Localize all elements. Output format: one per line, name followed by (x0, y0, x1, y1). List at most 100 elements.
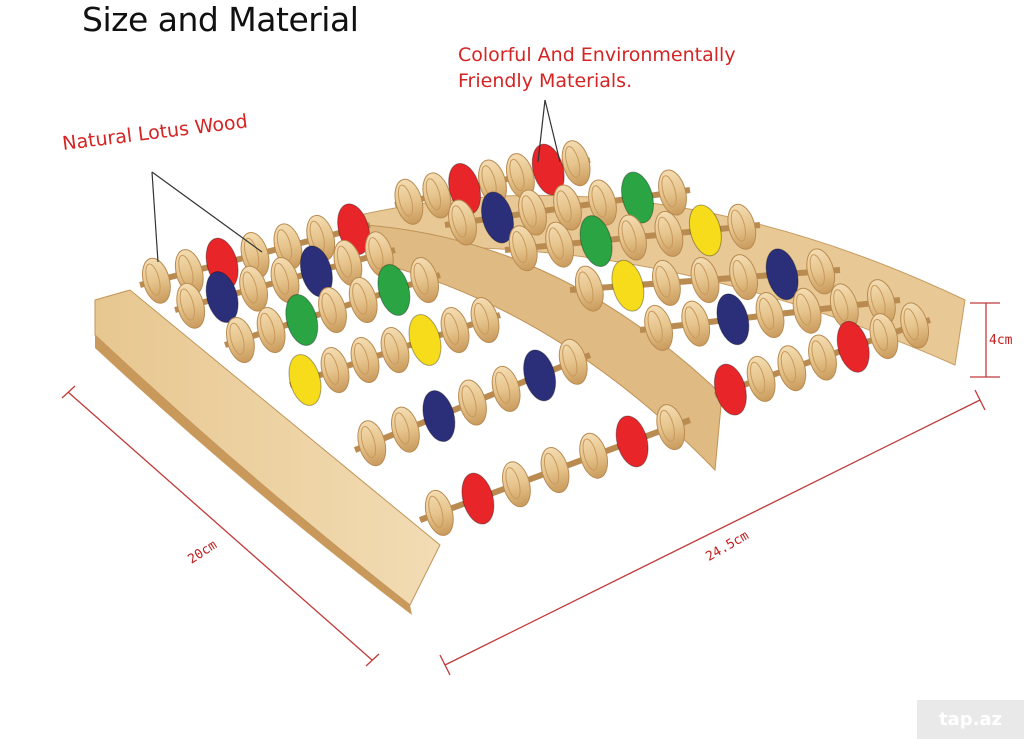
roller-groove (505, 467, 521, 500)
roller-groove (352, 282, 368, 315)
roller-groove (512, 231, 528, 264)
wooden-roller-segment (654, 210, 684, 257)
roller-groove (323, 352, 340, 385)
roller-groove (661, 175, 677, 208)
spiked-bead (377, 264, 411, 316)
width-dimension-line (67, 391, 373, 661)
roller-groove (621, 220, 637, 253)
left-side-rail-face (95, 335, 412, 615)
wooden-roller-segment (681, 300, 711, 347)
wooden-roller-segment (357, 420, 387, 467)
wooden-roller-segment (792, 287, 822, 334)
wooden-roller-segment (458, 379, 487, 426)
page-title: Size and Material (82, 0, 359, 39)
wooden-roller-segment (176, 282, 206, 329)
wooden-roller-segment (470, 297, 500, 343)
roller-groove (693, 262, 710, 295)
roller-groove (811, 340, 827, 373)
roller-groove (796, 293, 812, 326)
wooden-roller-segment (579, 432, 608, 479)
wooden-roller-segment (508, 225, 538, 272)
wooden-roller-segment (727, 203, 757, 250)
roller-groove (730, 209, 747, 242)
spiked-bead (422, 390, 456, 443)
roller-groove (758, 297, 775, 330)
wooden-roller-segment (348, 277, 378, 323)
roller-groove (562, 344, 578, 377)
roller-groove (461, 385, 477, 418)
spiked-bead (615, 415, 649, 468)
wooden-roller-segment (658, 169, 687, 216)
wooden-roller-segment (410, 257, 439, 303)
wooden-roller-segment (808, 334, 837, 381)
roller-groove (809, 254, 825, 287)
wooden-roller-segment (320, 347, 350, 393)
spiked-bead (765, 248, 799, 301)
wooden-roller-segment (422, 172, 452, 219)
roller-groove (647, 310, 663, 343)
roller-groove (397, 184, 414, 217)
spiked-bead (716, 293, 750, 346)
wooden-roller-segment (806, 248, 836, 295)
materials-callout-line-1: Colorful And Environmentally (458, 44, 736, 66)
spiked-bead (579, 215, 613, 268)
watermark-logo: tap.az (917, 700, 1024, 739)
length-dimension-line (444, 399, 981, 666)
roller-groove (428, 495, 444, 528)
spiked-bead (523, 349, 557, 402)
wooden-roller-segment (239, 265, 268, 312)
wooden-roller-segment (690, 257, 720, 303)
roller-groove (903, 308, 919, 341)
roller-groove (273, 262, 290, 295)
roller-groove (872, 318, 889, 351)
roller-groove (582, 438, 598, 471)
materials-callout: Colorful And Environmentally Friendly Ma… (458, 42, 736, 94)
roller-groove (655, 265, 671, 298)
roller-groove (368, 237, 384, 270)
roller-groove (321, 292, 337, 325)
wooden-roller-segment (900, 302, 929, 349)
wooden-roller-segment (777, 345, 807, 392)
roller-groove (383, 332, 400, 365)
wooden-roller-segment (644, 304, 673, 351)
spiked-bead (688, 204, 722, 257)
roller-groove (451, 205, 467, 238)
roller-groove (548, 227, 564, 260)
roller-groove (521, 195, 537, 228)
roller-groove (179, 288, 195, 321)
roller-groove (360, 426, 377, 459)
roller-groove (543, 452, 560, 485)
roller-groove (443, 312, 460, 345)
roller-groove (578, 271, 594, 304)
spiked-bead (621, 171, 654, 224)
spiked-bead (408, 314, 442, 366)
dimension-lines (61, 302, 1000, 676)
spiked-bead (611, 259, 645, 312)
left-side-rail (94, 289, 441, 606)
wooden-roller-segment (618, 214, 647, 261)
callout-leader-lines (151, 99, 561, 263)
wood-leader-line (151, 171, 159, 263)
wooden-roller-segment (391, 406, 420, 453)
spiked-bead (481, 191, 514, 244)
wooden-roller-segment (380, 327, 410, 373)
spiked-bead (285, 294, 319, 346)
materials-callout-line-2: Friendly Materials. (458, 70, 633, 92)
roller-groove (556, 190, 572, 223)
roller-groove (229, 322, 245, 355)
wooden-roller-segment (142, 257, 171, 304)
wooden-roller-segment (746, 355, 776, 402)
roller-groove (473, 302, 490, 335)
wooden-roller-segment (491, 365, 521, 412)
spiked-bead (461, 472, 495, 525)
roller-groove (353, 342, 370, 375)
roller-groove (145, 263, 161, 296)
wooden-roller-segment (502, 461, 531, 508)
wooden-roller-segment (518, 189, 547, 236)
wooden-roller-segment (256, 307, 286, 353)
roller-groove (732, 259, 748, 292)
roller-groove (684, 306, 700, 339)
roller-groove (780, 351, 797, 384)
wooden-roller-segment (394, 178, 424, 225)
